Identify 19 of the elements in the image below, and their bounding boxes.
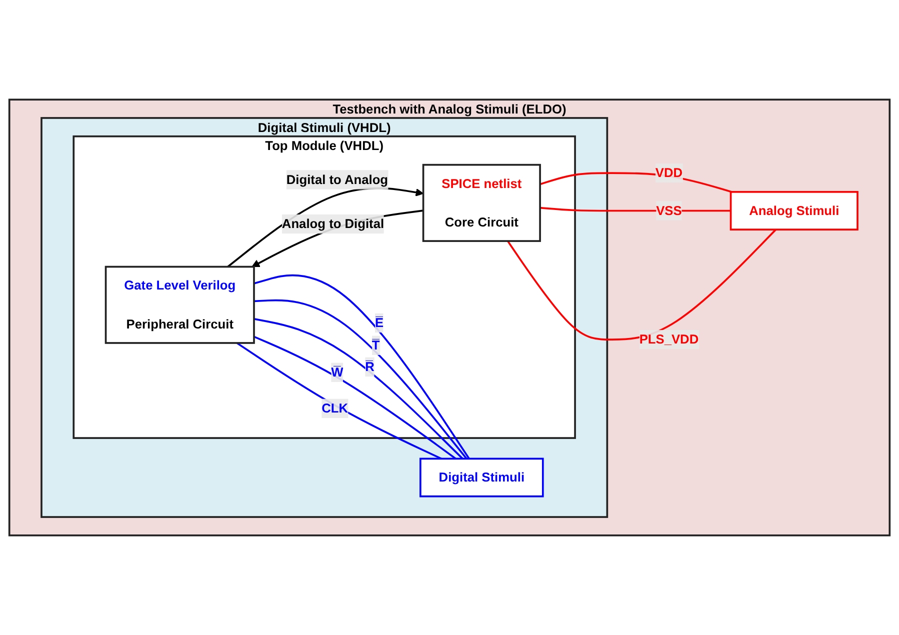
connector (236, 342, 442, 460)
edge-label: PLS_VDD (639, 332, 699, 346)
edge-label: Analog to Digital (282, 216, 384, 231)
edge-label: W̅ (331, 364, 344, 380)
edge-label: E̅ (375, 315, 384, 330)
connector (254, 336, 456, 460)
node-box: Gate Level Verilog Peripheral Circuit (104, 266, 255, 344)
edge-label: VDD (655, 165, 683, 180)
arrow (252, 210, 424, 268)
edge-label: T̅ (372, 338, 380, 352)
edge-label: Digital to Analog (286, 172, 388, 187)
node-box: Analog Stimuli (730, 191, 858, 230)
edge-label: R̅ (365, 359, 374, 374)
edge-label: VSS (656, 202, 682, 218)
arrow (227, 187, 424, 268)
edge-label: CLK (322, 400, 348, 416)
node-box: Digital Stimuli (420, 458, 544, 498)
node-box: SPICE netlist Core Circuit (422, 164, 541, 242)
connector (506, 228, 776, 340)
